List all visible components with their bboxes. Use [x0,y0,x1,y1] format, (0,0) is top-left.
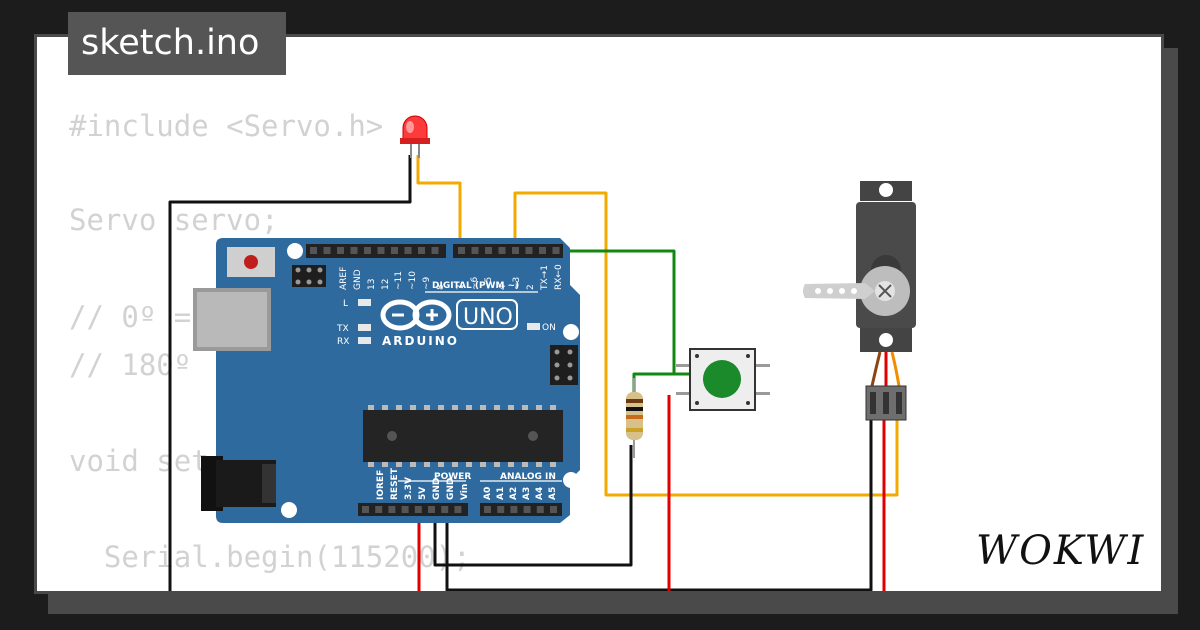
power-pin-label: GND [432,478,442,500]
on-label: ON [542,323,556,333]
servo-motor[interactable] [803,181,916,421]
top-pin-label: TX→1 [540,265,550,291]
power-pin-label: 5V [418,487,428,500]
code-line: #include <Servo.h> [69,109,384,143]
wire-black [445,420,873,591]
power-pin-label: IOREF [376,470,386,500]
wokwi-logo: WOKWI [976,528,1146,574]
led-rx-label: RX [337,337,349,347]
power-pin-label: RESET [390,467,400,500]
top-pin-label: GND [353,269,363,290]
power-label: POWER [434,472,471,482]
power-pin-label: 3.3V [404,477,414,500]
top-pin-label: 8 [436,284,446,290]
code-line: // 180º [69,348,192,382]
top-pin-label: ~9 [422,276,432,290]
top-pin-label: RX←0 [554,264,564,290]
top-pin-label: 7 [456,284,466,290]
code-line: void set [69,444,209,478]
code-line: // 0º = [69,300,192,334]
code-background: #include <Servo.h> Servo servo; // 0º = … [37,37,1161,591]
analog-pin-label: A2 [509,487,519,500]
code-line: Serial.begin(115200); [69,540,471,574]
analog-pin-label: A0 [483,487,493,500]
wire-orange [513,191,899,497]
board-brand: ARDUINO [382,334,459,348]
board-model: UNO [463,305,513,330]
led-tx-label: TX [336,324,349,334]
led-l-label: L [343,299,348,309]
analog-pin-label: A4 [535,487,545,500]
top-pin-label: ~11 [394,271,404,290]
top-pin-label: ~10 [408,271,418,290]
wire-black [168,155,412,591]
top-pin-label: 13 [367,279,377,290]
pushbutton[interactable] [676,348,770,411]
power-jack [201,456,276,511]
power-pin-label: Vin [460,484,470,500]
analog-pin-label: A3 [522,487,532,500]
wire-orange [416,155,462,250]
top-pin-label: 2 [526,284,536,290]
resistor[interactable] [626,378,643,458]
arduino-uno-board[interactable]: AREF GND 13 12~11 ~10 ~9 8 7 ~6 ~5 4 ~3 2 TX→1 RX←0 DI… [193,238,580,523]
top-pin-label: 4 [498,284,508,290]
arduino-logo-icon [380,299,452,331]
led[interactable] [400,115,430,158]
top-pin-label: ~3 [512,277,522,290]
wire-black [433,445,633,567]
code-line: Servo servo; [69,203,279,237]
analog-pin-label: A5 [548,487,558,500]
sketch-title-tab[interactable]: sketch.ino [68,12,286,75]
top-pin-label: ~6 [470,276,480,290]
analog-label: ANALOG IN [500,472,556,482]
analog-pin-label: A1 [496,487,506,500]
microcontroller-chip [363,405,563,467]
digital-label: DIGITAL (PWM ~) [432,281,519,291]
power-pin-label: GND [446,478,456,500]
reset-button[interactable] [227,247,275,277]
top-pin-label: 12 [381,279,391,290]
top-pin-label: AREF [339,267,349,290]
top-pin-label: ~5 [484,277,494,290]
